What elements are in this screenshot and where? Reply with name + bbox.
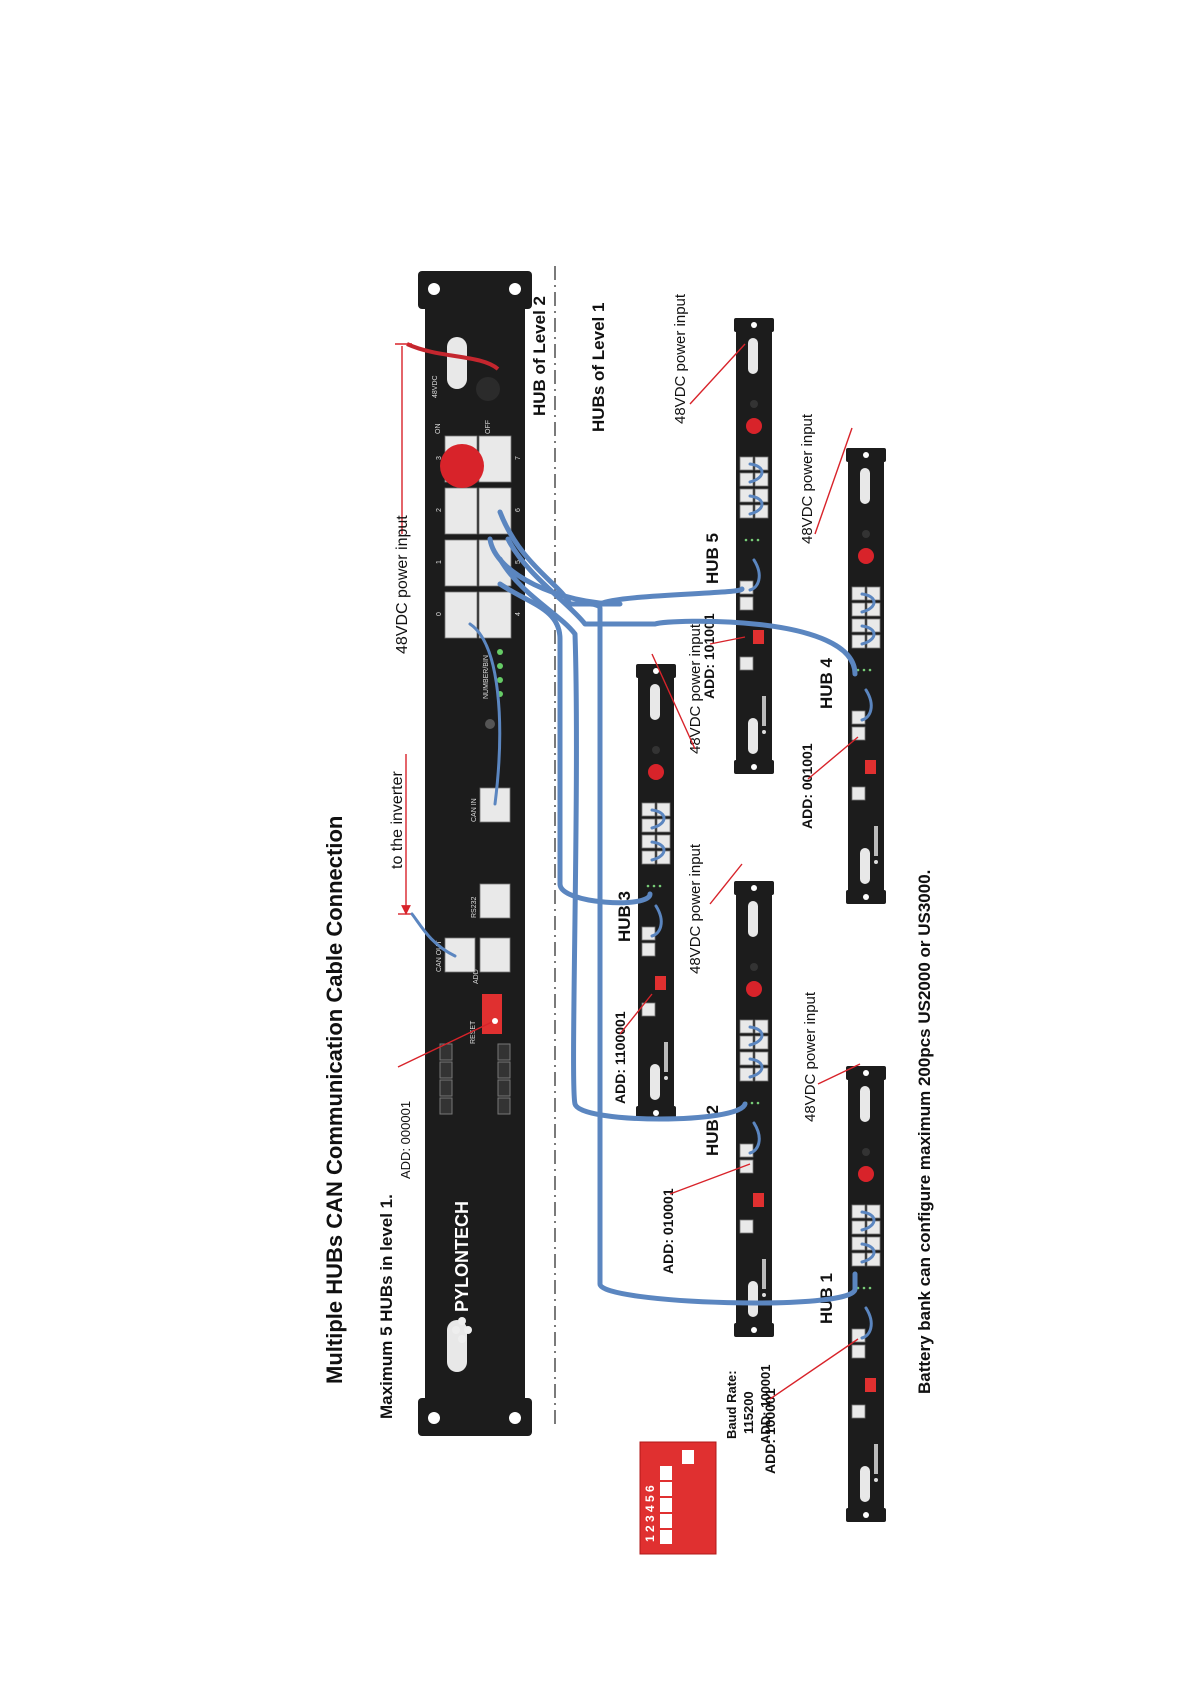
main-hub-address: ADD: 000001 bbox=[398, 1101, 413, 1179]
hub-2-address: ADD: 010001 bbox=[660, 1188, 676, 1274]
rs232-label: RS232 bbox=[471, 896, 478, 918]
baud-rate-label: Baud Rate: bbox=[724, 1370, 739, 1439]
port-0-label: 0 bbox=[436, 612, 443, 616]
port-3-label: 3 bbox=[436, 456, 443, 460]
baud-address: ADD: 100001 bbox=[758, 1365, 773, 1445]
rs232-port[interactable] bbox=[479, 937, 511, 973]
hub-3-address: ADD: 1100001 bbox=[612, 1011, 628, 1104]
hub-3-label: HUB 3 bbox=[615, 891, 634, 942]
cable-to-hub-5 bbox=[497, 509, 745, 607]
can-in-label: CAN IN bbox=[471, 798, 478, 822]
port-1-label: 1 bbox=[436, 560, 443, 564]
hubs-level1-label: HUBs of Level 1 bbox=[589, 303, 608, 432]
voltage-label: 48VDC bbox=[432, 375, 439, 398]
port-2-label: 2 bbox=[436, 508, 443, 512]
led-label: NUMBER/BIN bbox=[483, 655, 490, 699]
hub-4 bbox=[844, 446, 888, 906]
hub-4-label: HUB 4 bbox=[817, 657, 836, 709]
on-label: ON bbox=[435, 424, 442, 435]
main-power-label: 48VDC power input bbox=[394, 515, 411, 654]
hub-1-address: ADD: 100001 bbox=[762, 1388, 778, 1474]
max-hubs-note: Maximum 5 HUBs in level 1. bbox=[377, 1194, 396, 1419]
port-5-label: 5 bbox=[515, 560, 522, 564]
inverter-label: to the inverter bbox=[389, 771, 406, 870]
hub-5 bbox=[732, 316, 776, 776]
cable-to-hub-1 bbox=[487, 536, 858, 1306]
hub-5-address: ADD: 101001 bbox=[701, 613, 717, 699]
hub-5-power-label: 48VDC power input bbox=[672, 293, 689, 424]
hub-5-label: HUB 5 bbox=[703, 533, 722, 584]
add-label: ADD bbox=[473, 969, 480, 984]
diagram-title: Multiple HUBs CAN Communication Cable Co… bbox=[322, 816, 347, 1384]
can-out-label: CAN OUT bbox=[436, 940, 443, 972]
main-hub-brand: PYLONTECH bbox=[452, 1201, 472, 1312]
hub-3-power-label: 48VDC power input bbox=[687, 623, 704, 754]
dip-numbers: 1 2 3 4 5 6 bbox=[643, 1485, 657, 1542]
port-7-label: 7 bbox=[515, 456, 522, 460]
baud-rate-value: 115200 bbox=[741, 1391, 756, 1434]
port-6-label: 6 bbox=[515, 508, 522, 512]
cable-to-hub-3 bbox=[497, 581, 653, 906]
hub-level2-label: HUB of Level 2 bbox=[530, 296, 549, 416]
port-4-label: 4 bbox=[515, 612, 522, 616]
baud-dip-switch: 1 2 3 4 5 6 bbox=[639, 1441, 717, 1555]
main-hub-logo bbox=[452, 1317, 472, 1343]
status-leds: NUMBER/BIN bbox=[483, 649, 503, 729]
main-hub: PYLONTECH ADD RESET CAN OUT RS2 bbox=[418, 271, 532, 1436]
main-hub-dip-switch[interactable] bbox=[482, 994, 502, 1034]
hub-2-power-label: 48VDC power input bbox=[687, 843, 704, 974]
cable-to-hub-4 bbox=[505, 536, 858, 677]
reset-label: RESET bbox=[470, 1020, 477, 1044]
hub-1-power-label: 48VDC power input bbox=[802, 991, 819, 1122]
footer-note: Battery bank can configure maximum 200pc… bbox=[915, 870, 934, 1394]
power-button[interactable] bbox=[440, 444, 484, 488]
hub-4-address: ADD: 001001 bbox=[799, 743, 815, 829]
cable-to-hub-2 bbox=[497, 556, 748, 1122]
off-label: OFF bbox=[485, 420, 492, 434]
can-out-port[interactable] bbox=[444, 937, 476, 973]
power-socket bbox=[476, 377, 500, 401]
hub-4-power-label: 48VDC power input bbox=[799, 413, 816, 544]
hub-3 bbox=[634, 662, 678, 1122]
